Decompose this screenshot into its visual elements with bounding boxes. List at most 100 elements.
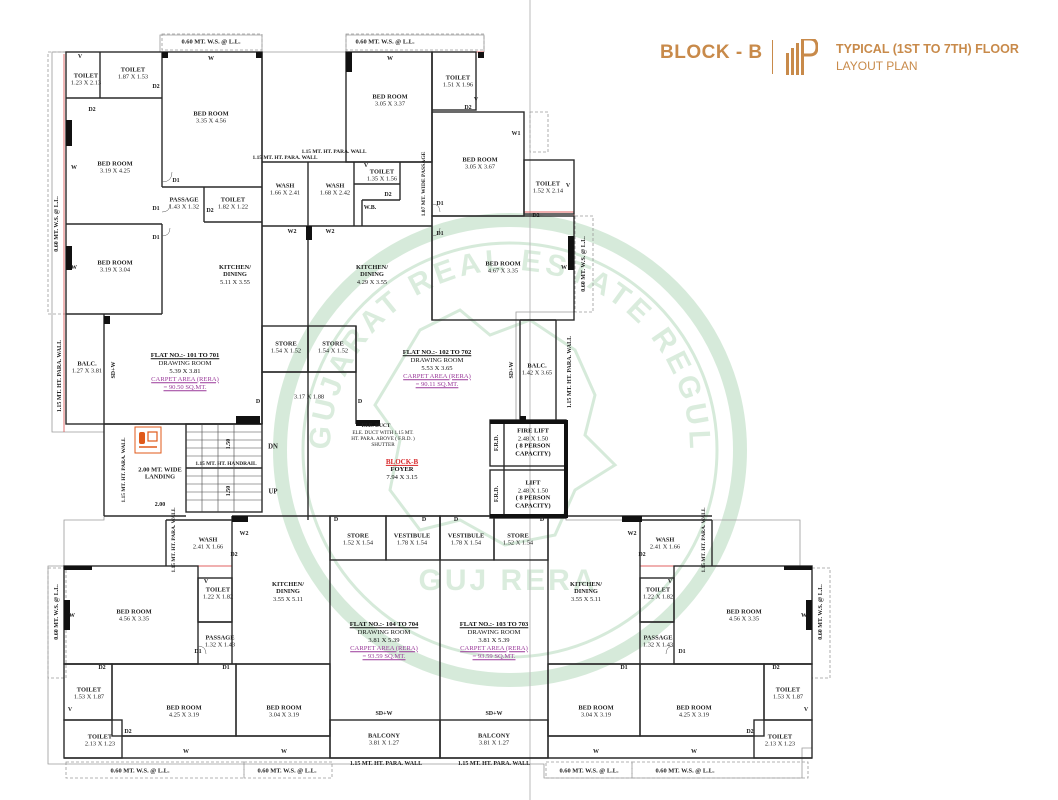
door-marker: D2 [464, 105, 472, 111]
flat-101-info: FLAT NO.:- 101 TO 701 DRAWING ROOM 5.39 … [151, 352, 220, 392]
para-wall-note-right: 1.15 MT. HT. PARA. WALL [567, 335, 573, 409]
sd-w-note: SD+W [509, 361, 515, 379]
vent-marker: V [67, 707, 73, 713]
ws-note-top-right: 0.60 MT. W.S. @ L.L. [353, 38, 417, 46]
window-marker: W [387, 56, 393, 62]
window-marker: W [801, 613, 807, 619]
drawing-room-label: DRAWING ROOM [158, 360, 212, 368]
window-marker: W2 [287, 229, 297, 235]
plan-header: BLOCK - B TYPICAL (1ST TO 7TH) FLOOR LAY… [660, 38, 1055, 78]
flat-number: FLAT NO.:- 101 TO 701 [150, 352, 220, 360]
window-marker: W [71, 165, 77, 171]
carpet-area-label: CARPET AREA (RERA) [460, 644, 528, 652]
flat-number: FLAT NO.:- 102 TO 702 [402, 349, 472, 357]
window-marker: W [691, 749, 697, 755]
door-marker: D2 [746, 729, 754, 735]
wash-basin-marker: W.B. [363, 205, 377, 211]
window-marker: W [71, 265, 77, 271]
ws-note-right: 0.60 MT. W.S. @ L.L. [581, 236, 587, 292]
door-marker: D1 [222, 665, 230, 671]
carpet-area-label: CARPET AREA (RERA) [403, 372, 471, 380]
para-wall-note-wash-br: 1.15 MT. HT. PARA. WALL [701, 507, 707, 573]
door-marker: D2 [152, 84, 160, 90]
sd-w-note: SD+W [375, 711, 393, 717]
lobby-dim: 3.17 X 1.88 [293, 393, 325, 401]
carpet-area-value: = 90.50 SQ.MT. [163, 383, 207, 391]
drawing-room-dim: 3.81 X 5.39 [478, 637, 510, 645]
drawing-room-label: DRAWING ROOM [467, 629, 521, 637]
drawing-room-dim: 3.81 X 5.39 [368, 637, 400, 645]
rera-watermark-center: GUJ RERA [418, 564, 597, 597]
door-marker: D [357, 399, 363, 405]
stair-down-label: DN [268, 443, 278, 451]
door-marker: D2 [772, 665, 780, 671]
plan-subtitle: LAYOUT PLAN [836, 59, 918, 73]
door-marker: D1 [172, 178, 180, 184]
window-marker: W2 [627, 531, 637, 537]
carpet-area-label: CARPET AREA (RERA) [350, 644, 418, 652]
window-marker: W [69, 613, 75, 619]
fire-lift: FIRE LIFT 2.48 X 1.50 ( 8 PERSON CAPACIT… [515, 427, 551, 458]
block-b-label: BLOCK-B [385, 457, 419, 466]
para-wall-note-left: 1.15 MT. HT. PARA. WALL [57, 339, 63, 413]
carpet-area-value: = 93.59 SQ.MT. [362, 652, 406, 660]
vent-marker: V [363, 163, 369, 169]
electrical-duct: ELE. DUCT WITH 1.15 MT. HT. PARA. ABOVE … [351, 430, 415, 448]
door-marker: D2 [98, 665, 106, 671]
ws-note-bottom-right-side: 0.60 MT. W.S. @ L.L. [818, 584, 824, 640]
ws-note-bottom-left-side: 0.60 MT. W.S. @ L.L. [54, 584, 60, 640]
flat-102-info: FLAT NO.:- 102 TO 702 DRAWING ROOM 5.53 … [403, 349, 472, 389]
para-wall-note-wash-l: 1.15 MT. HT. PARA. WALL [252, 155, 318, 161]
window-marker: W [183, 749, 189, 755]
vent-marker: V [565, 183, 571, 189]
door-marker: D [255, 399, 261, 405]
door-marker: D [421, 517, 427, 523]
para-wall-note-bottom-2: 1.15 MT. HT. PARA. WALL [457, 761, 531, 767]
para-wall-note-bottom-1: 1.15 MT. HT. PARA. WALL [349, 761, 423, 767]
carpet-area-value: = 90.11 SQ.MT. [415, 380, 459, 388]
window-marker: W1 [511, 131, 521, 137]
para-wall-note-landing: 1.15 MT. HT. PARA. WALL [121, 437, 127, 503]
door-marker: D [539, 517, 545, 523]
door-marker: D2 [384, 192, 392, 198]
ws-note-bottom-1: 0.60 MT. W.S. @ L.L. [108, 767, 172, 775]
door-marker: D1 [194, 649, 202, 655]
duct-label: ELE. DUCT [361, 423, 391, 429]
ws-note-bottom-2: 0.60 MT. W.S. @ L.L. [255, 767, 319, 775]
room-balcony: BALC.1.27 X 3.81 [71, 360, 103, 375]
door-marker: D [453, 517, 459, 523]
door-marker: D2 [532, 213, 540, 219]
lift: LIFT 2.48 X 1.50 ( 8 PERSON CAPACITY) [515, 479, 551, 510]
carpet-area-label: CARPET AREA (RERA) [151, 375, 219, 383]
